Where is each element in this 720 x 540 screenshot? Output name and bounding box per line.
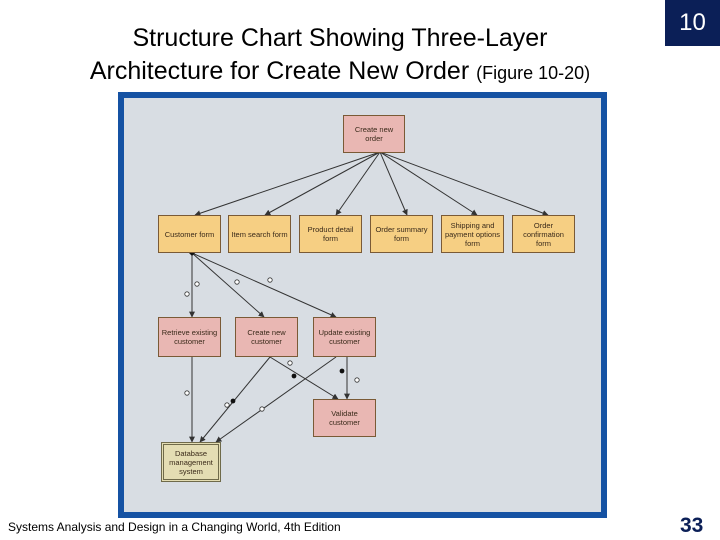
connector-lines (184, 151, 549, 443)
data-couple (259, 406, 265, 412)
chapter-number-badge: 10 (665, 0, 720, 46)
slide-title: Structure Chart Showing Three-Layer Arch… (40, 22, 640, 90)
link-root-customer-form (194, 151, 381, 217)
node-update-existing-customer: Update existing customer (313, 317, 376, 357)
control-flag (339, 368, 345, 374)
title-line-1: Structure Chart Showing Three-Layer (132, 24, 548, 52)
data-couple (194, 281, 200, 287)
link-root-confirmation (379, 151, 549, 216)
node-item-search-form: Item search form (228, 215, 291, 253)
node-validate-customer: Validate customer (313, 399, 376, 437)
node-customer-form: Customer form (158, 215, 221, 253)
link-root-product-detail (335, 151, 381, 216)
data-couple (224, 402, 230, 408)
node-database-management-system: Database management system (161, 442, 221, 482)
title-line-2-main: Architecture for Create New Order (89, 57, 470, 85)
title-line-2: Architecture for Create New Order (Figur… (40, 55, 640, 90)
figure-reference: (Figure 10-20) (476, 63, 591, 83)
data-couple (184, 291, 190, 297)
node-shipping-payment-form: Shipping and payment options form (441, 215, 504, 253)
node-order-confirmation-form: Order confirmation form (512, 215, 575, 253)
link-create-dbms (199, 356, 271, 443)
node-order-summary-form: Order summary form (370, 215, 433, 253)
link-create-validate (269, 356, 339, 400)
control-flag (291, 373, 297, 379)
node-create-new-customer: Create new customer (235, 317, 298, 357)
structure-chart: Create new order Customer form Item sear… (124, 98, 601, 512)
data-couple (234, 279, 240, 285)
link-customer-create (191, 252, 265, 318)
data-couple (287, 360, 293, 366)
node-root: Create new order (343, 115, 405, 153)
link-root-order-summary (379, 151, 408, 216)
link-root-item-search (264, 151, 381, 216)
data-couple (184, 390, 190, 396)
control-flag (230, 398, 236, 404)
footer-citation: Systems Analysis and Design in a Changin… (8, 520, 341, 534)
link-update-dbms (215, 356, 337, 443)
node-product-detail-form: Product detail form (299, 215, 362, 253)
link-root-shipping (379, 151, 478, 216)
link-customer-update (191, 252, 337, 318)
node-retrieve-existing-customer: Retrieve existing customer (158, 317, 221, 357)
data-couple (267, 277, 273, 283)
page-number: 33 (680, 514, 704, 537)
data-couple (354, 377, 360, 383)
figure-panel: Create new order Customer form Item sear… (118, 92, 607, 518)
